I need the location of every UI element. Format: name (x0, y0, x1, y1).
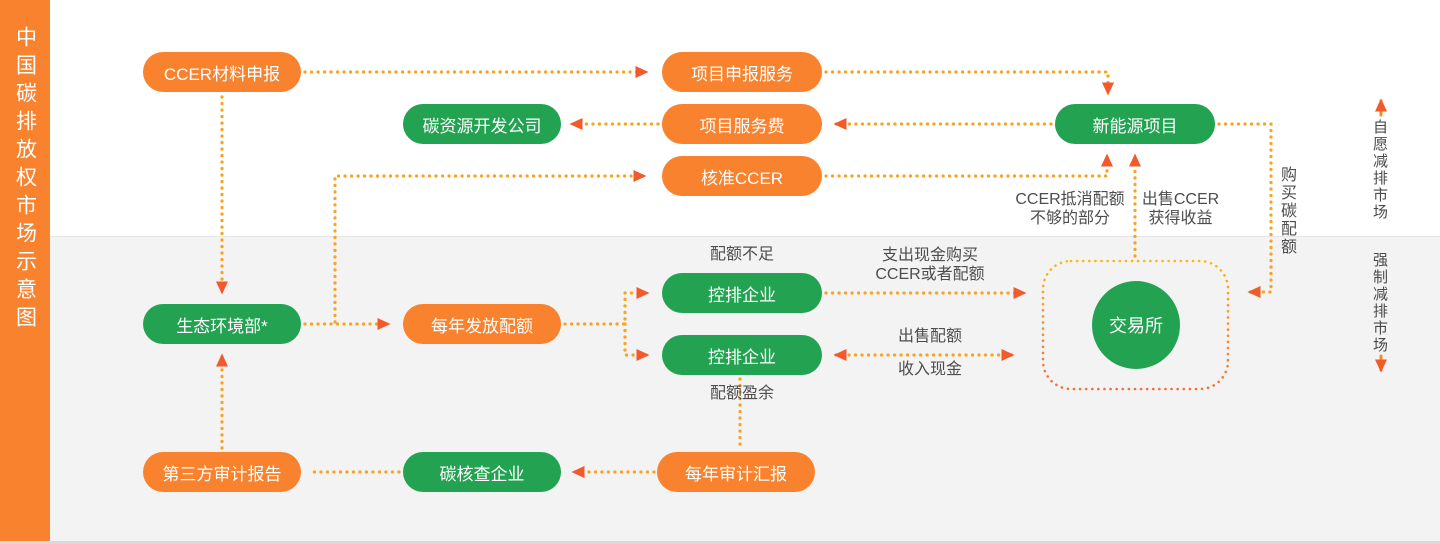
connector-newenergy-to-exchange (1217, 122, 1273, 298)
node-annual-audit-report: 每年审计汇报 (657, 452, 815, 492)
node-project-service-fee: 项目服务费 (662, 104, 822, 144)
node-carbon-dev-company: 碳资源开发公司 (403, 104, 561, 144)
node-approved-ccer: 核准CCER (662, 156, 822, 196)
node-project-declare-service: 项目申报服务 (662, 52, 822, 92)
connector-quota-to-surplus (623, 322, 650, 361)
node-ministry-ecology: 生态环境部* (143, 304, 301, 344)
page-title: 中国碳排放权市场示意图 (13, 26, 37, 334)
label-buy-carbon-quota: 购买碳配额 (1278, 166, 1295, 256)
label-mandatory-market: 强制减排市场 (1371, 252, 1388, 354)
connector-quota-to-deficit (563, 287, 650, 326)
bottom-divider (0, 541, 1440, 544)
label-sell-quota: 出售配额 (897, 328, 962, 345)
node-ccer-material: CCER材料申报 (143, 52, 301, 92)
node-controlled-enterprise-deficit: 控排企业 (662, 273, 822, 313)
node-new-energy-project: 新能源项目 (1055, 104, 1215, 144)
label-pay-cash-buy: 支出现金购买 CCER或者配额 (875, 247, 985, 283)
label-quota-surplus: 配额盈余 (709, 385, 774, 402)
label-quota-deficit: 配额不足 (709, 246, 774, 263)
node-exchange: 交易所 (1092, 281, 1180, 369)
title-bar: 中国碳排放权市场示意图 (0, 0, 50, 541)
node-carbon-verification-company: 碳核查企业 (403, 452, 561, 492)
label-ccer-offset-shortage: CCER抵消配额 不够的部分 (1015, 191, 1125, 227)
connector-approvedccer-to-newenergy (824, 153, 1113, 178)
connector-declare-to-newenergy (824, 70, 1114, 96)
label-voluntary-market: 自愿减排市场 (1371, 119, 1388, 221)
exchange-dashed-box (1041, 259, 1230, 391)
node-annual-quota-issue: 每年发放配额 (403, 304, 561, 344)
node-third-party-audit-report: 第三方审计报告 (143, 452, 301, 492)
label-income-cash: 收入现金 (897, 361, 962, 378)
connector-ministry-to-approvedccer (333, 170, 647, 324)
label-sell-ccer-income: 出售CCER 获得收益 (1141, 191, 1220, 227)
node-controlled-enterprise-surplus: 控排企业 (662, 335, 822, 375)
